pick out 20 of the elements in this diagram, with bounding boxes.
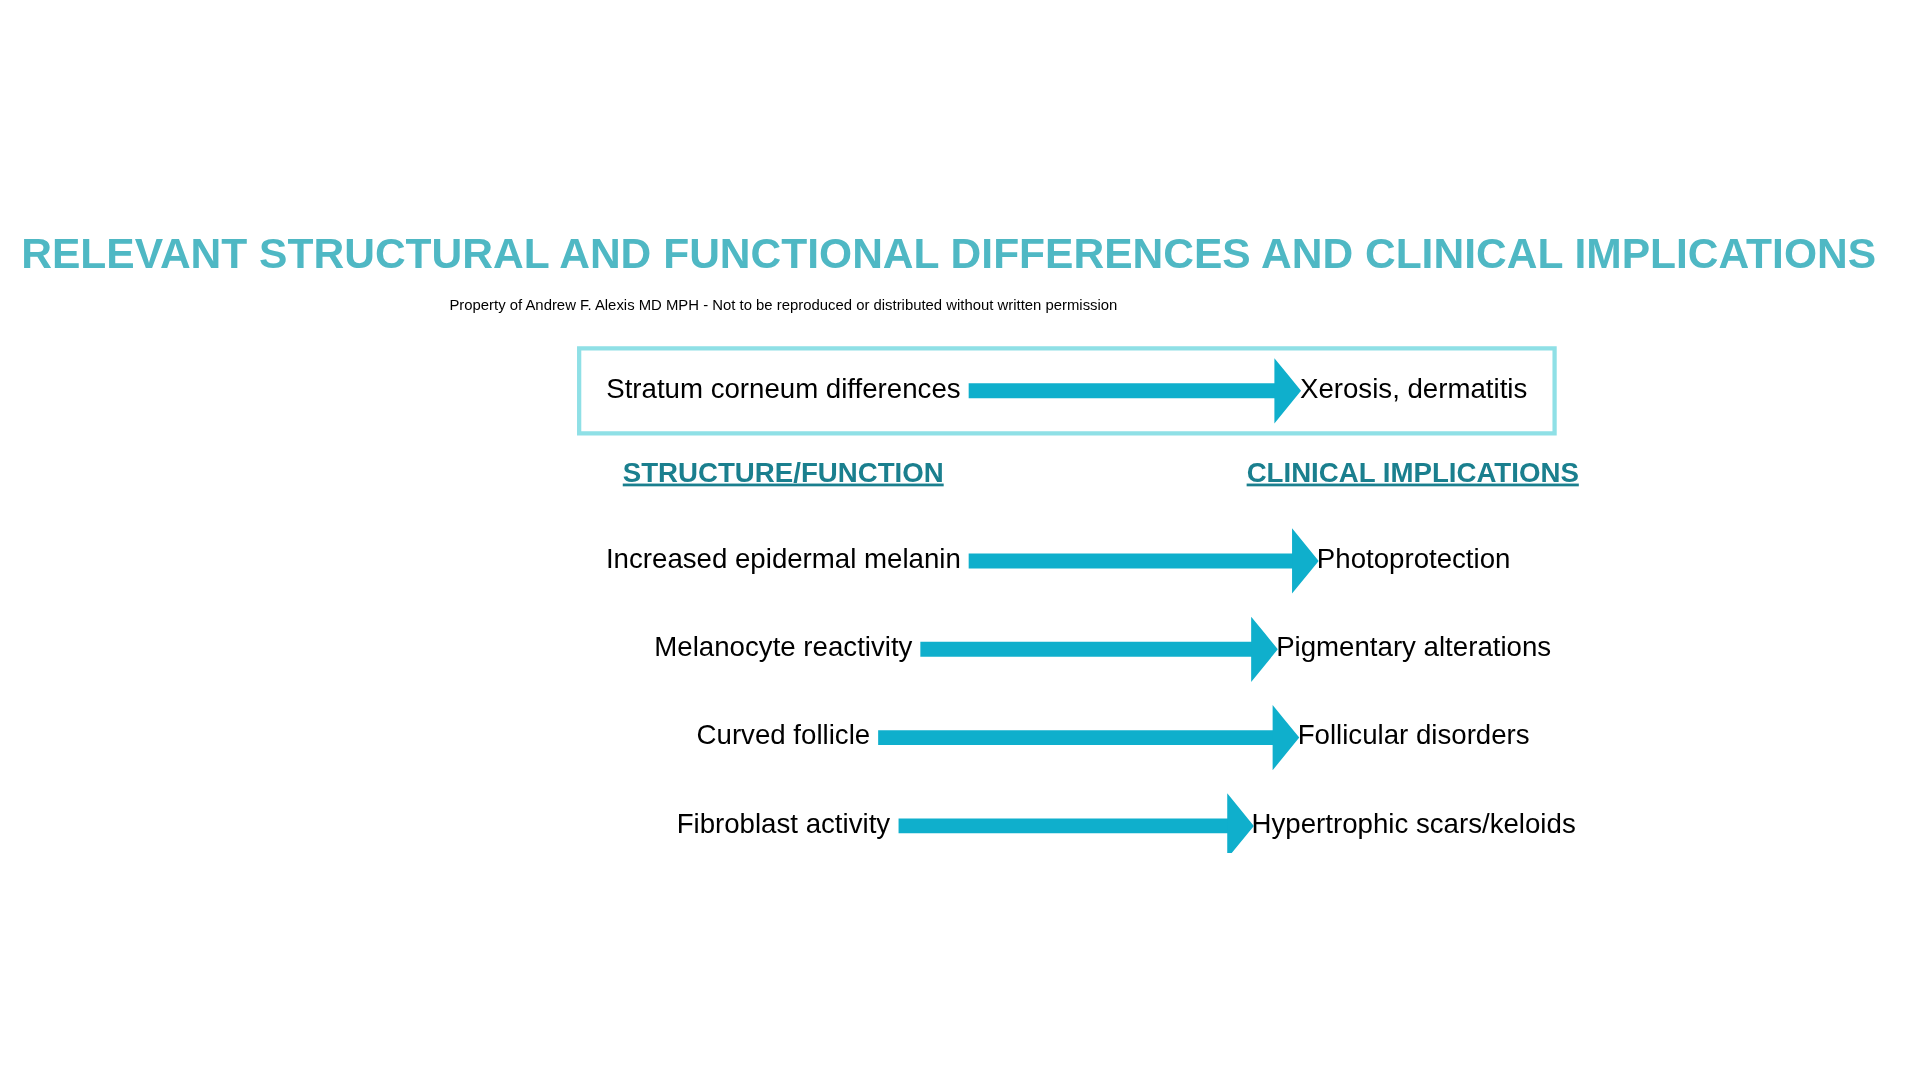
- node-text: Hypertrophic scars/keloids: [1251, 807, 1576, 839]
- label: STRUCTURE/FUNCTION: [622, 456, 944, 488]
- node-text: Follicular disorders: [1297, 719, 1530, 751]
- arrow: [878, 704, 1300, 771]
- arrow: [968, 528, 1319, 594]
- node-text: Melanocyte reactivity: [654, 631, 913, 662]
- node-text: Fibroblast activity: [676, 807, 891, 839]
- arrow: [898, 793, 1254, 853]
- arrow: [968, 358, 1301, 424]
- arrow: [920, 616, 1278, 682]
- node-text: Xerosis, dermatitis: [1299, 372, 1528, 404]
- node-text: Photoprotection: [1316, 542, 1511, 574]
- node-text: Stratum corneum differences: [606, 372, 961, 404]
- node-text: Increased epidermal melanin: [605, 542, 961, 574]
- cluster: [577, 346, 1557, 436]
- node-text: Pigmentary alterations: [1276, 631, 1552, 662]
- label: CLINICAL IMPLICATIONS: [1246, 456, 1579, 488]
- node-text: Curved follicle: [696, 719, 871, 751]
- label: Property of Andrew F. Alexis MD MPH - Not to be reproduced or distributed without written permission: [449, 296, 1118, 313]
- diagram-title: RELEVANT STRUCTURAL AND FUNCTIONAL DIFFERENCES AND CLINICAL IMPLICATIONS: [21, 229, 1877, 278]
